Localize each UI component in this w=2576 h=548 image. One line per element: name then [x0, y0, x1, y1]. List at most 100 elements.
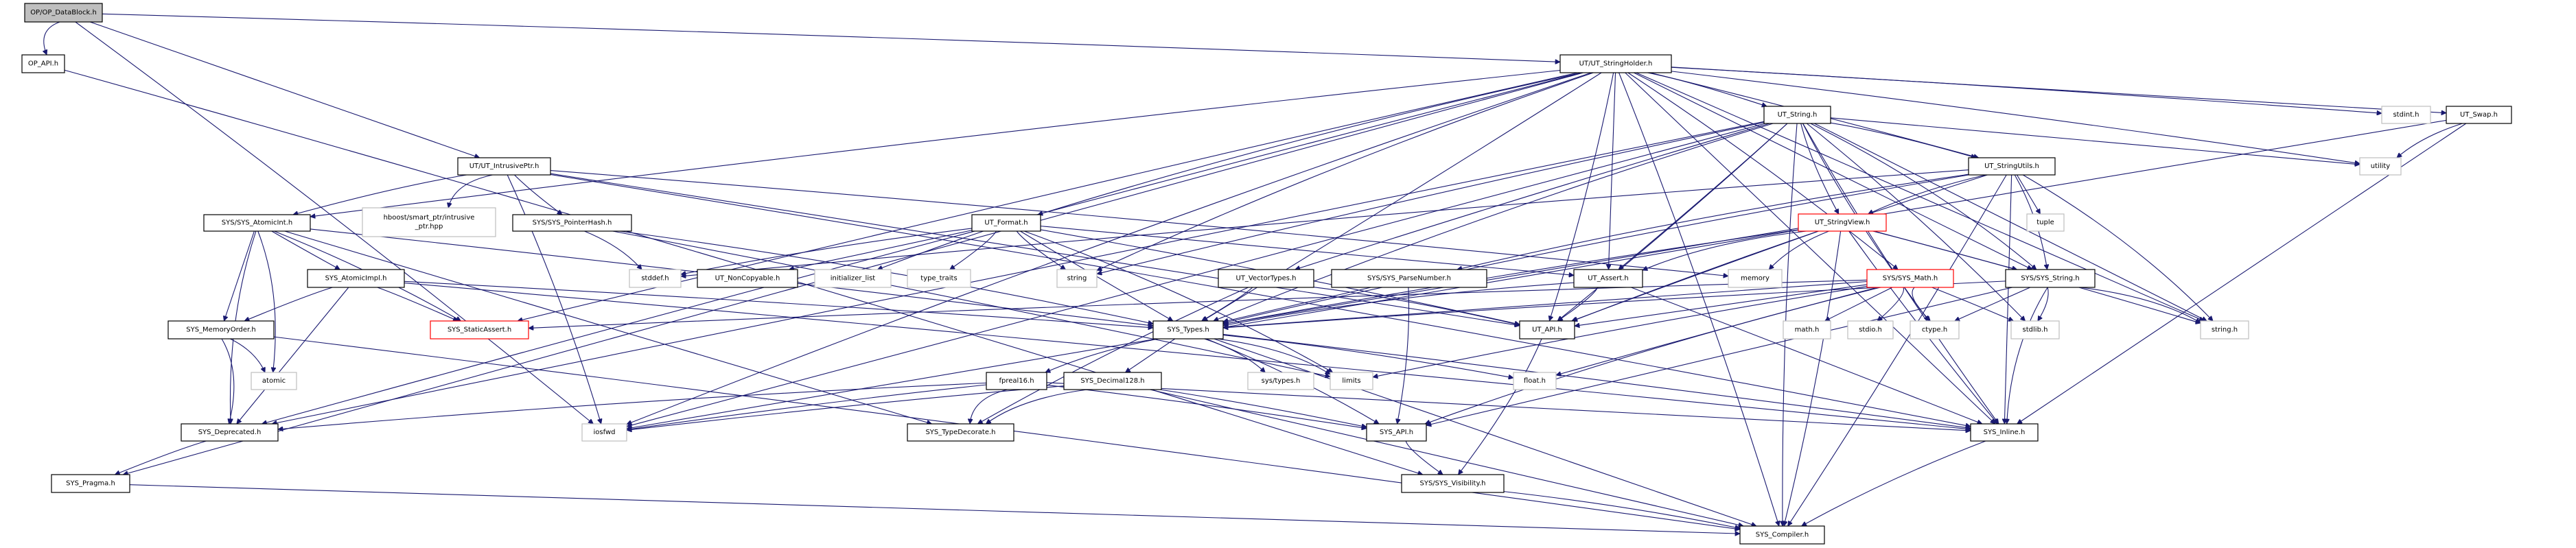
- node-sys-memoryorder[interactable]: SYS_MemoryOrder.h: [167, 320, 275, 339]
- edge-sys_decimal128-to-sys_compiler: [1150, 389, 1743, 526]
- node-ut-stringholder[interactable]: UT/UT_StringHolder.h: [1559, 54, 1672, 73]
- edge-ut_stringholder-to-sys_deprecated: [262, 72, 1583, 424]
- edge-op_datablock-to-ut_intrusiveptr: [90, 21, 479, 158]
- node-box: [1331, 269, 1487, 288]
- edge-sys_atomicimpl-to-sys_memoryorder: [244, 287, 333, 321]
- node-box: [2200, 320, 2249, 339]
- node-ut-stringutils[interactable]: UT_StringUtils.h: [1968, 157, 2056, 176]
- node-sys-parsenumber[interactable]: SYS/SYS_ParseNumber.h: [1331, 269, 1487, 288]
- edge-ut_string-to-ut_api: [1557, 123, 1788, 321]
- node-sys-staticassert[interactable]: SYS_StaticAssert.h: [430, 320, 529, 339]
- node-sys-typedecorate[interactable]: SYS_TypeDecorate.h: [907, 423, 1014, 442]
- edge-ut_format-to-stddef: [681, 228, 973, 274]
- node-box: [430, 320, 529, 339]
- edge-ut_format-to-limits: [1024, 230, 1333, 373]
- edge-ut_api-to-sys_visibility: [1458, 338, 1542, 475]
- node-sys-decimal128[interactable]: SYS_Decimal128.h: [1063, 372, 1162, 390]
- edge-sys_parsenumber-to-sys_api: [1397, 287, 1410, 424]
- node-box: [1401, 474, 1505, 493]
- node-sys-math[interactable]: SYS/SYS_Math.h: [1866, 269, 1954, 288]
- node-ut-assert[interactable]: UT_Assert.h: [1573, 269, 1643, 288]
- node-string-h: string.h: [2200, 320, 2249, 339]
- edge-fpreal16-to-sys_inline: [1046, 382, 1971, 431]
- node-box: [2010, 320, 2060, 339]
- edge-sys_pointerhash-to-sys_types: [619, 230, 1153, 324]
- node-sys-pointerhash[interactable]: SYS/SYS_PointerHash.h: [512, 214, 632, 232]
- node-box: [1152, 320, 1224, 339]
- edge-ut_stringutils-to-ut_stringview: [1868, 174, 1986, 214]
- node-ut-swap[interactable]: UT_Swap.h: [2446, 106, 2512, 124]
- node-box: [1763, 106, 1831, 124]
- edge-ut_assert-to-ut_api: [1557, 287, 1599, 322]
- edge-sys_api-to-sys_visibility: [1405, 440, 1443, 475]
- edge-ut_format-to-ut_noncopyable: [789, 230, 973, 270]
- node-op-datablock[interactable]: OP/OP_DataBlock.h: [24, 3, 103, 23]
- node-label: UT_Format.h: [984, 219, 1028, 227]
- node-ut-format[interactable]: UT_Format.h: [971, 214, 1041, 232]
- node-box: [512, 214, 632, 232]
- edge-ut_assert-to-sys_inline: [1631, 287, 1982, 424]
- edge-ut_stringview-to-sys_compiler: [1784, 230, 1842, 526]
- node-sys-visibility[interactable]: SYS/SYS_Visibility.h: [1401, 474, 1505, 493]
- edge-fpreal16-to-sys_api: [1046, 384, 1367, 428]
- edge-sys_math-to-stdio: [1877, 287, 1905, 321]
- edge-ut_vectortypes-to-sys_typedecorate: [977, 287, 1249, 425]
- node-box: [1798, 213, 1887, 232]
- node-box: [1513, 372, 1557, 390]
- node-fpreal16[interactable]: fpreal16.h: [986, 372, 1047, 390]
- edge-sys_math-to-sys_api: [1425, 287, 1881, 424]
- node-ut-api[interactable]: UT_API.h: [1519, 320, 1575, 339]
- node-box: [2026, 213, 2065, 232]
- node-ut-noncopyable[interactable]: UT_NonCopyable.h: [697, 269, 798, 288]
- node-initializer-list: initializer_list: [814, 269, 892, 288]
- node-box: [2381, 106, 2431, 124]
- node-sys-compiler[interactable]: SYS_Compiler.h: [1739, 525, 1825, 545]
- node-box: [1968, 157, 2056, 176]
- node-box: [2359, 157, 2402, 176]
- edge-ut_stringutils-to-ut_api: [1573, 174, 1988, 321]
- node-ut-string[interactable]: UT_String.h: [1763, 106, 1831, 124]
- node-box: [167, 320, 275, 339]
- node-ut-vectortypes[interactable]: UT_VectorTypes.h: [1218, 269, 1314, 288]
- node-sys-pragma[interactable]: SYS_Pragma.h: [51, 474, 130, 493]
- edge-ut_stringutils-to-sys_parsenumber: [1457, 174, 1969, 270]
- node-sys-atomicimpl[interactable]: SYS_AtomicImpl.h: [307, 269, 405, 288]
- edge-ut_string-to-stdlib: [1806, 123, 2025, 321]
- node-ut-stringview[interactable]: UT_StringView.h: [1798, 213, 1887, 232]
- node-label: UT/UT_StringHolder.h: [1579, 60, 1653, 68]
- node-sys-types-h: sys/types.h: [1247, 372, 1314, 390]
- edge-sys_memoryorder-to-sys_deprecated: [221, 338, 235, 424]
- edge-sys_atomicimpl-to-sys_types: [404, 281, 1153, 327]
- edge-sys_visibility-to-sys_compiler: [1503, 491, 1740, 529]
- node-label: memory: [1741, 275, 1769, 283]
- edge-sys_types-to-sys_types_h: [1204, 338, 1266, 372]
- edge-sys_string-to-ctype: [1955, 287, 2031, 321]
- node-ut-intrusiveptr[interactable]: UT/UT_IntrusivePtr.h: [457, 157, 551, 176]
- edge-ut_stringholder-to-sys_inline: [1625, 72, 1995, 424]
- node-box: [907, 423, 1014, 442]
- edge-sys_types-to-sys_decimal128: [1125, 338, 1176, 373]
- edge-sys_decimal128-to-sys_typedecorate: [986, 389, 1088, 424]
- edge-sys_math-to-limits: [1373, 286, 1868, 377]
- edge-ut_stringholder-to-string: [1097, 72, 1594, 270]
- edge-sys_decimal128-to-iosfwd: [627, 385, 1065, 431]
- edge-ut_string-to-ut_stringview: [1800, 123, 1840, 214]
- node-sys-api[interactable]: SYS_API.h: [1366, 423, 1427, 442]
- edge-sys_math-to-stdlib: [1931, 287, 2014, 321]
- node-op-api[interactable]: OP_API.h: [21, 54, 65, 73]
- node-box: [21, 54, 65, 73]
- edge-sys_pragma-to-sys_compiler: [129, 484, 1740, 534]
- node-sys-string[interactable]: SYS/SYS_String.h: [2005, 269, 2096, 288]
- edge-sys_pointerhash-to-limits: [612, 230, 1330, 377]
- node-sys-inline[interactable]: SYS_Inline.h: [1970, 423, 2039, 442]
- node-label: sys/types.h: [1262, 377, 1301, 385]
- node-label: stddef.h: [641, 275, 669, 283]
- node-sys-atomicint[interactable]: SYS/SYS_AtomicInt.h: [203, 214, 311, 232]
- node-sys-types[interactable]: SYS_Types.h: [1152, 320, 1224, 339]
- edge-op_api-to-sys_visibility: [64, 69, 1423, 475]
- edge-ut_stringholder-to-iosfwd: [627, 72, 1592, 425]
- node-label: OP/OP_DataBlock.h: [30, 9, 97, 16]
- node-sys-deprecated[interactable]: SYS_Deprecated.h: [181, 423, 279, 442]
- edge-ut_stringutils-to-stddef: [681, 169, 1969, 276]
